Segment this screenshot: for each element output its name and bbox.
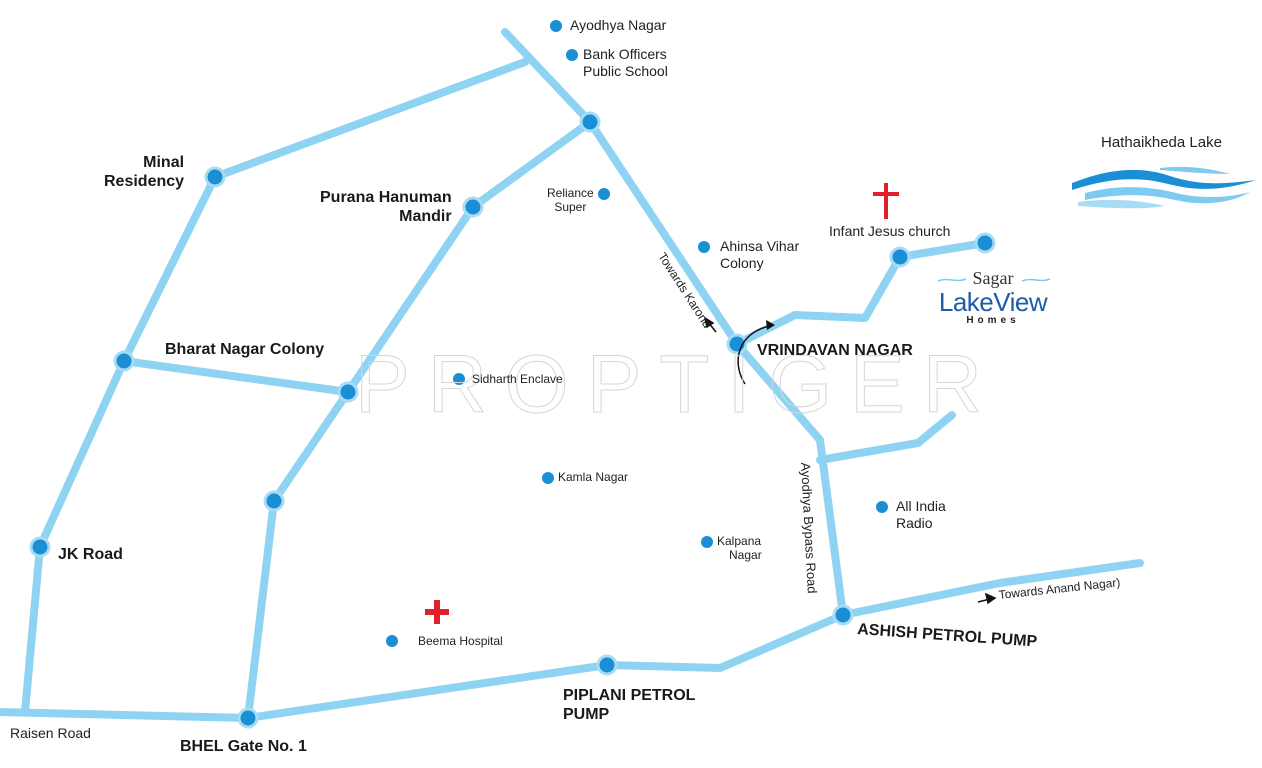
poi-dot-beema <box>386 635 398 647</box>
poi-infant-jesus-church: Infant Jesus church <box>829 223 951 239</box>
poi-dot-kalpana <box>701 536 713 548</box>
label-bhel-gate: BHEL Gate No. 1 <box>180 738 307 755</box>
junction-infant-1 <box>889 246 911 268</box>
poi-kalpana-nagar: Kalpana Nagar <box>717 534 762 563</box>
label-line: Reliance <box>547 186 594 200</box>
junction-bharat-east <box>337 381 359 403</box>
road-west <box>21 173 219 716</box>
label-raisen-road: Raisen Road <box>10 725 91 741</box>
project-logo: Sagar LakeView Homes <box>928 268 1058 326</box>
junction-bharat-west <box>113 350 135 372</box>
label-jk-road: JK Road <box>58 546 123 563</box>
label-line: Residency <box>104 173 185 191</box>
arrow-towards-anand-icon <box>977 592 997 605</box>
poi-dot-ayodhya <box>550 20 562 32</box>
junction-jk-road <box>29 536 51 558</box>
label-line: Purana Hanuman <box>320 189 452 206</box>
label-line: Mandir <box>399 208 452 226</box>
church-cross-icon <box>873 183 899 219</box>
junction-mid-west <box>263 490 285 512</box>
label-vrindavan-nagar: VRINDAVAN NAGAR <box>757 342 913 359</box>
arrow-towards-karond-icon <box>703 316 717 333</box>
road-bypass-east <box>816 411 956 464</box>
poi-reliance-super: Reliance Super <box>547 186 594 215</box>
label-line: Super <box>554 200 587 215</box>
label-line: PUMP <box>563 706 610 724</box>
poi-ayodhya-nagar: Ayodhya Nagar <box>570 17 667 33</box>
poi-bank-officers-public-school: Bank Officers Public School <box>583 46 668 80</box>
junction-infant-2 <box>974 232 996 254</box>
junction-ashish <box>832 604 854 626</box>
label-line: Minal <box>143 154 185 171</box>
label-minal-residency: Minal Residency <box>104 153 184 191</box>
road-bharat <box>120 357 352 396</box>
poi-hathaikheda-lake: Hathaikheda Lake <box>1101 134 1222 151</box>
poi-dot-all-india <box>876 501 888 513</box>
junction-bhel <box>237 707 259 729</box>
label-line: Radio <box>896 514 933 531</box>
poi-dot-kamla <box>542 472 554 484</box>
poi-kamla-nagar: Kamla Nagar <box>558 470 629 484</box>
poi-ahinsa-vihar-colony: Ahinsa Vihar Colony <box>720 238 799 272</box>
label-line: Bank Officers <box>583 46 667 62</box>
label-line: Nagar <box>729 548 762 563</box>
label-purana-hanuman-mandir: Purana Hanuman Mandir <box>320 188 452 226</box>
brand-swoosh-icon <box>937 278 1051 282</box>
poi-dot-reliance <box>598 188 610 200</box>
poi-dot-ahinsa <box>698 241 710 253</box>
label-line: Kalpana <box>717 534 762 548</box>
project-logo-lakeview: LakeView <box>938 287 1048 317</box>
junction-hanuman <box>462 196 484 218</box>
junction-vrindavan <box>726 333 748 355</box>
label-bharat-nagar-colony: Bharat Nagar Colony <box>165 341 325 358</box>
label-line: Colony <box>720 254 764 271</box>
poi-dot-bank <box>566 49 578 61</box>
label-line: PIPLANI PETROL <box>563 687 696 704</box>
road-vrindavan-east <box>733 239 989 348</box>
junction-minal <box>204 166 226 188</box>
junction-piplani <box>596 654 618 676</box>
poi-sidharth-enclave: Sidharth Enclave <box>472 372 563 386</box>
poi-all-india-radio: All India Radio <box>896 498 946 532</box>
lake-waves-icon <box>1072 166 1256 209</box>
poi-dot-sidharth <box>453 373 465 385</box>
project-logo-homes: Homes <box>966 315 1020 326</box>
poi-beema-hospital: Beema Hospital <box>418 634 503 648</box>
label-piplani-petrol-pump: PIPLANI PETROL PUMP <box>563 686 695 724</box>
junction-top <box>579 111 601 133</box>
label-line: Public School <box>583 62 668 79</box>
label-line: Ahinsa Vihar <box>720 238 800 254</box>
hospital-cross-icon <box>425 600 449 624</box>
arrow-vrindavan-curve-icon <box>737 325 771 385</box>
road-karond <box>501 28 847 619</box>
road-minal-north <box>211 58 529 181</box>
project-logo-sagar: Sagar <box>972 268 1014 288</box>
arrow-vrindavan-head-icon <box>766 320 775 330</box>
label-line: All India <box>896 498 946 514</box>
